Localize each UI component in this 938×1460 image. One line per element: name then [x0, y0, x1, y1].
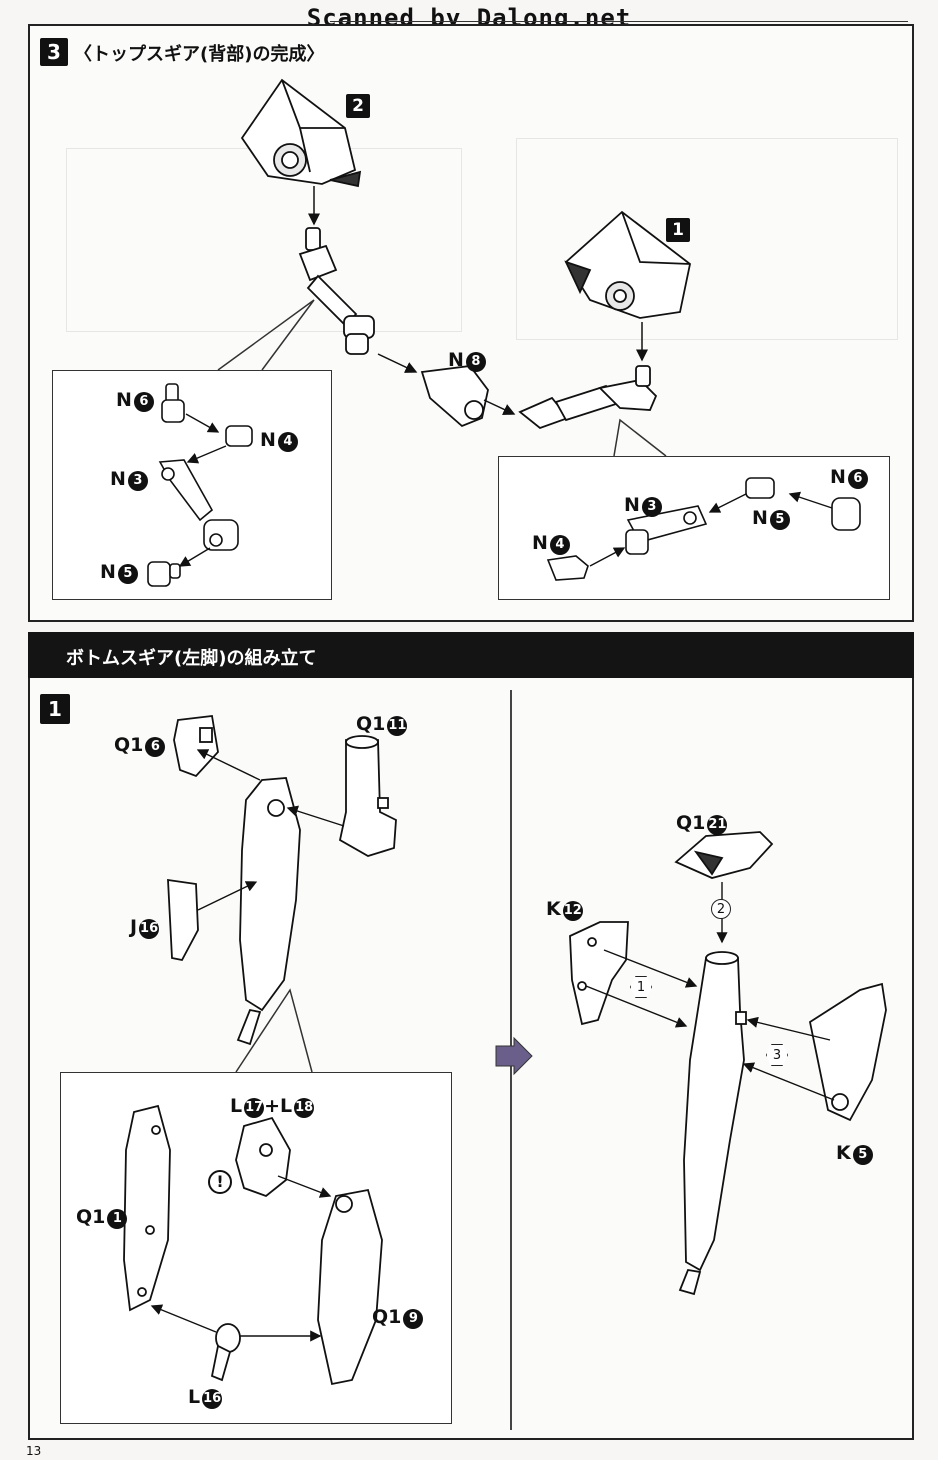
top-section-title: 〈トップスギア(背部)の完成〉: [74, 44, 325, 65]
top-assembly-illustration: [217, 78, 691, 457]
bottom-step-number: 1: [40, 694, 70, 724]
step-box-2: 2: [346, 94, 370, 118]
left-callout-parts: [147, 383, 253, 587]
watermark-underline: [330, 21, 908, 22]
top-step-number: 3: [40, 38, 68, 66]
showthrough-box: [516, 138, 898, 340]
bottom-section-title: ボトムスギア(左脚)の組み立て: [66, 648, 317, 669]
right-armor-piece: [564, 210, 691, 319]
assembly-order-2: 2: [711, 898, 731, 919]
bottom-section-header: ボトムスギア(左脚)の組み立て: [28, 632, 914, 678]
page-number: 13: [26, 1444, 42, 1458]
left-armor-piece: [240, 78, 362, 188]
assembly-order-1: 1: [630, 976, 652, 998]
step-box-1: 1: [666, 218, 690, 242]
center-joint-n8: [420, 365, 489, 428]
next-step-arrow-icon: [495, 1036, 533, 1076]
assembly-order-3: 3: [766, 1044, 788, 1066]
right-arm-assembly: [518, 365, 658, 430]
arm-joint-assembly: [298, 227, 375, 355]
caution-icon: !: [208, 1170, 232, 1194]
right-callout-parts: [546, 477, 861, 581]
